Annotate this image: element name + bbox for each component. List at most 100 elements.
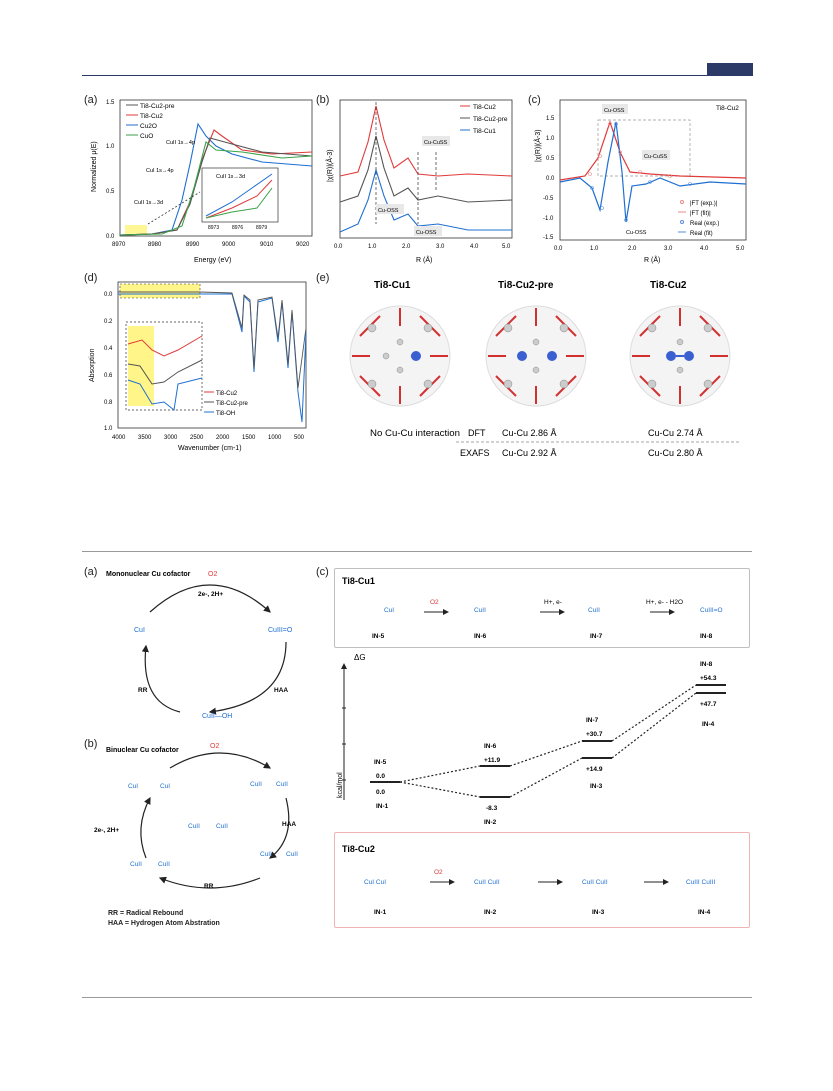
- cu-species: CuII CuII: [474, 879, 500, 886]
- x-tick: 2.0: [628, 246, 637, 252]
- x-tick: 500: [294, 435, 305, 441]
- binuclear-cycle: Binuclear Cu cofactor O2 CuI CuI CuII Cu…: [94, 743, 298, 890]
- annotation: CuI 1s→4p: [146, 168, 174, 174]
- energy-label: IN-1: [376, 803, 389, 810]
- o2-label: O2: [208, 571, 217, 578]
- chart-title: Ti8-Cu2: [716, 105, 739, 112]
- y-tick: 1.5: [546, 116, 555, 122]
- box-title: Ti8-Cu2: [342, 844, 375, 854]
- legend-label: Ti8-Cu2-pre: [140, 103, 175, 110]
- annotation: CuII 1s→3d: [134, 200, 163, 206]
- energy-label: IN-4: [702, 721, 715, 728]
- annotation: Cu-CuSS: [424, 140, 448, 146]
- molecule-ti8-cu2-pre: [485, 305, 587, 407]
- exafs-fit-chart: Ti8-Cu2 Cu-OSS Cu-CuSS Cu-OSS |FT (exp.)…: [533, 99, 747, 264]
- header-rule: [82, 75, 752, 76]
- y-tick: 0.5: [106, 189, 115, 195]
- x-tick: 9020: [296, 242, 310, 248]
- y-tick: 1.5: [106, 100, 115, 106]
- annotation: CuII 1s→4p: [166, 140, 195, 146]
- cu-center: CuII: [276, 781, 288, 788]
- cu-species: CuI: [384, 607, 394, 614]
- x-tick: 0.0: [554, 246, 563, 252]
- mononuclear-cycle: Mononuclear Cu cofactor O2 2e-, 2H+ CuI …: [106, 571, 293, 720]
- x-axis-label: Energy (eV): [194, 257, 231, 264]
- y-axis-label: Absorption: [89, 348, 96, 382]
- arrow-label: H+, e-: [544, 599, 562, 606]
- footer-rule: [82, 997, 752, 998]
- y-tick: 0.0: [106, 234, 115, 240]
- cu-center: CuII: [216, 823, 228, 830]
- step-label: IN-2: [484, 909, 497, 916]
- legend-label: |FT (fit)|: [690, 211, 711, 217]
- x-tick: 9000: [222, 242, 236, 248]
- legend-label: Real (fit): [690, 231, 713, 237]
- molecule-ti8-cu1: [349, 305, 451, 407]
- panel-label-c: (c): [528, 94, 541, 106]
- x-tick: 1000: [268, 435, 282, 441]
- y-tick: -0.5: [543, 196, 554, 202]
- cu-species: CuII: [588, 607, 600, 614]
- x-tick: 1500: [242, 435, 256, 441]
- energy-label: IN-8: [700, 661, 713, 668]
- abbrev-haa: HAA = Hydrogen Atom Abstration: [108, 920, 220, 927]
- energy-label: IN-6: [484, 743, 497, 750]
- x-tick: 8980: [148, 242, 162, 248]
- unit-label: kcal/mol: [337, 772, 344, 798]
- cu1-mechanism-box: [334, 568, 750, 648]
- legend-label: |FT (exp.)|: [690, 201, 718, 207]
- legend-label: Real (exp.): [690, 221, 719, 227]
- cu-center: CuII: [130, 861, 142, 868]
- x-axis-label: Wavenumber (cm-1): [178, 445, 242, 452]
- method-label: EXAFS: [460, 448, 490, 458]
- structures-panel: Ti8-Cu1 Ti8-Cu2-pre Ti8-Cu2: [349, 280, 740, 458]
- cu2-mechanism-box: [334, 832, 750, 928]
- cu-center: CuII: [250, 781, 262, 788]
- panel-label-a: (a): [84, 94, 98, 106]
- legend-label: Ti8-Cu2: [473, 104, 496, 111]
- x-tick: 3.0: [664, 246, 673, 252]
- x-tick: 3.0: [436, 244, 445, 250]
- y-axis-label: Normalized μ(E): [91, 141, 98, 192]
- y-axis-label: |χ(R)|(Å-3): [325, 149, 334, 182]
- legend-label: Ti8-Cu1: [473, 128, 496, 135]
- no-interaction-text: No Cu-Cu interaction: [370, 428, 460, 438]
- y-tick: 0.4: [104, 346, 113, 352]
- step-label: IN-3: [592, 909, 605, 916]
- legend-label: CuO: [140, 133, 153, 140]
- rr-label: RR: [138, 687, 148, 694]
- y-tick: 0.8: [104, 400, 113, 406]
- annotation: Cu-OSS: [416, 230, 437, 236]
- cycle-title: Binuclear Cu cofactor: [106, 747, 179, 754]
- cu-center: CuII: [286, 851, 298, 858]
- panel-label-2a: (a): [84, 566, 98, 578]
- panel-label-d: (d): [84, 272, 98, 284]
- panel-label-e: (e): [316, 272, 330, 284]
- energy-value: 0.0: [376, 773, 385, 780]
- eh-label: 2e-, 2H+: [198, 591, 223, 598]
- panel-label-2c: (c): [316, 566, 329, 578]
- cu-center: CuII: [188, 823, 200, 830]
- structure-title: Ti8-Cu2: [650, 280, 687, 291]
- x-tick: 3000: [164, 435, 178, 441]
- annotation: Cu-OSS: [378, 208, 399, 214]
- arrow-label: H+, e- - H2O: [646, 599, 683, 606]
- energy-value: +47.7: [700, 701, 717, 708]
- legend-label: Ti8-Cu2: [140, 113, 163, 120]
- inset-tick: 8976: [232, 225, 243, 231]
- energy-value: +14.9: [586, 766, 603, 773]
- y-tick: 0.5: [546, 156, 555, 162]
- molecule-ti8-cu2: [629, 305, 731, 407]
- x-tick: 4000: [112, 435, 126, 441]
- cu-species: CuI CuI: [364, 879, 386, 886]
- step-label: IN-5: [372, 633, 385, 640]
- box-title: Ti8-Cu1: [342, 576, 375, 586]
- y-tick: 0.2: [104, 319, 113, 325]
- legend-label: Ti8-Cu2-pre: [216, 401, 248, 407]
- species: CuII—OH: [202, 713, 232, 720]
- x-tick: 1.0: [368, 244, 377, 250]
- energy-value: -8.3: [486, 805, 498, 812]
- header-block: [707, 63, 753, 76]
- x-tick: 9010: [260, 242, 274, 248]
- energy-diagram: Ti8-Cu1 IN-5 IN-6 IN-7 IN-8 CuI CuII CuI…: [337, 576, 726, 916]
